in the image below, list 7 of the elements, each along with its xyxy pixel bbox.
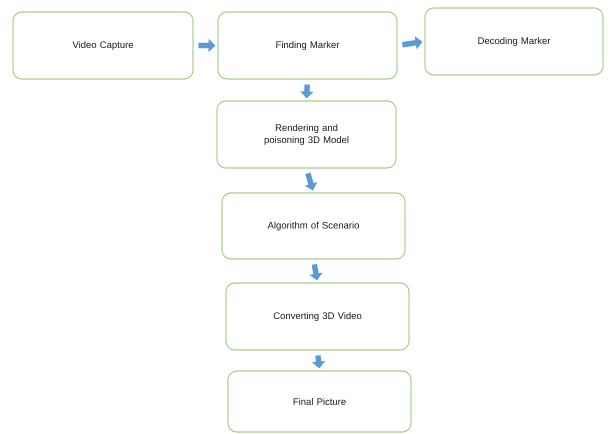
process-box: Decoding Marker <box>424 8 604 76</box>
process-box: Video Capture <box>12 12 194 80</box>
process-box: Algorithm of Scenario <box>222 192 406 260</box>
process-box: Finding Marker <box>218 12 398 80</box>
process-box: Rendering and poisoning 3D Model <box>216 100 396 168</box>
process-box: Final Picture <box>228 370 412 432</box>
process-box: Converting 3D Video <box>226 282 410 350</box>
